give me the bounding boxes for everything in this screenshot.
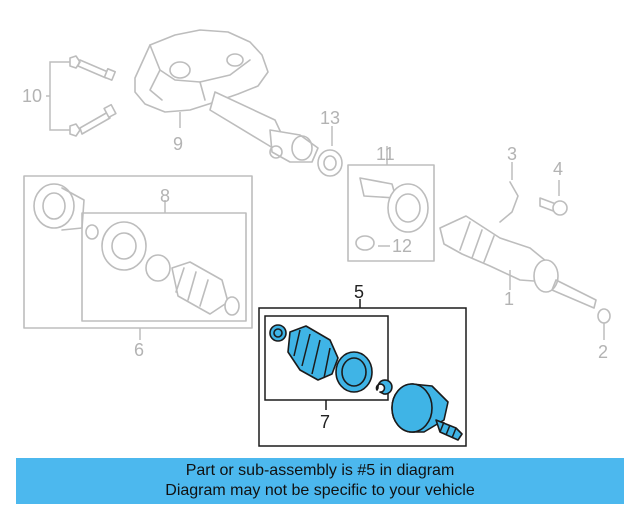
callout-11: 11 xyxy=(376,144,395,164)
part-11-inner-joint: 11 12 xyxy=(347,144,435,262)
part-5-cv-joint-assembly: 5 7 xyxy=(258,282,467,447)
callout-8: 8 xyxy=(160,186,170,206)
callout-6: 6 xyxy=(134,340,144,360)
callout-12: 12 xyxy=(392,236,412,256)
part-3-clip: 3 xyxy=(499,144,519,223)
snap-ring-highlight xyxy=(375,379,393,395)
info-banner: Part or sub-assembly is #5 in diagram Di… xyxy=(16,458,624,504)
callout-13: 13 xyxy=(320,108,340,128)
part-6-boot-kit: 8 6 xyxy=(23,175,253,360)
callout-2: 2 xyxy=(598,342,608,362)
cv-boot-highlight xyxy=(287,325,339,381)
callout-9: 9 xyxy=(173,134,183,154)
callout-10: 10 xyxy=(22,86,42,106)
callout-1: 1 xyxy=(504,289,514,309)
banner-line-2: Diagram may not be specific to your vehi… xyxy=(165,482,475,499)
part-1-axle-shaft: 1 2 xyxy=(439,215,611,362)
parts-diagram: 10 9 13 11 12 3 xyxy=(22,29,611,447)
part-10-bolts: 10 xyxy=(22,55,117,137)
part-13-seal: 13 xyxy=(317,108,343,177)
callout-7: 7 xyxy=(320,412,330,432)
small-clamp-highlight xyxy=(269,324,287,342)
callout-4: 4 xyxy=(553,159,563,179)
part-4-bolt: 4 xyxy=(539,159,568,216)
banner-line-1: Part or sub-assembly is #5 in diagram xyxy=(185,462,455,479)
callout-5: 5 xyxy=(354,282,364,302)
part-9-differential: 9 xyxy=(134,29,319,163)
callout-3: 3 xyxy=(507,144,517,164)
